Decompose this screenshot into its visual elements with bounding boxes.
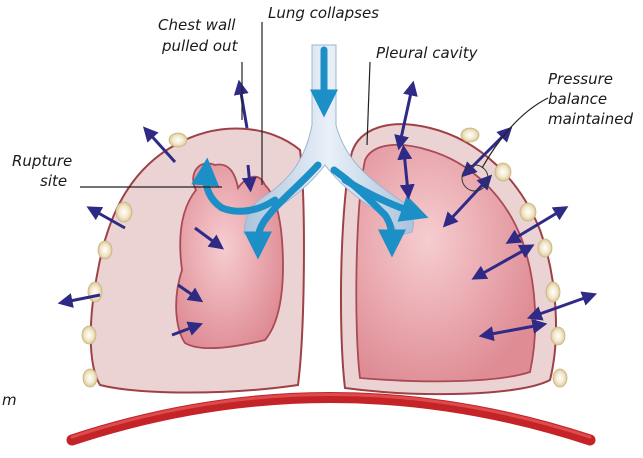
label-edge-fragment: m bbox=[2, 391, 17, 409]
diaphragm bbox=[72, 398, 590, 441]
label-lung-collapses: Lung collapses bbox=[268, 4, 379, 22]
label-pressure-line1: Pressure bbox=[548, 70, 613, 88]
label-pressure-line3: maintained bbox=[548, 110, 633, 128]
label-rupture-line2: site bbox=[40, 172, 67, 190]
label-rupture-line1: Rupture bbox=[12, 152, 72, 170]
label-pleural-cavity: Pleural cavity bbox=[376, 44, 479, 62]
label-pressure-line2: balance bbox=[548, 90, 607, 108]
label-chest-wall-line1: Chest wall bbox=[158, 16, 236, 34]
label-chest-wall-line2: pulled out bbox=[161, 37, 239, 55]
